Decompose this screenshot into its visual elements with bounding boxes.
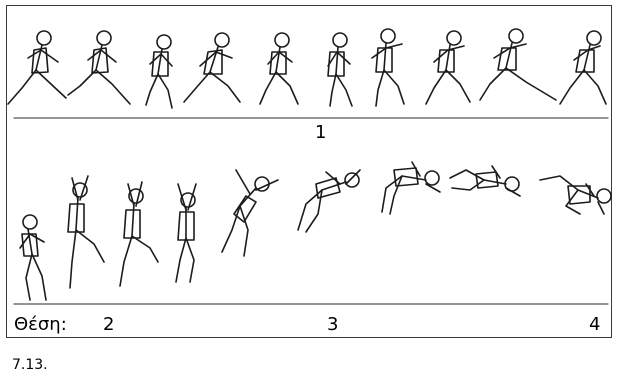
runup-figure-7 [372,29,404,106]
runup-figure-4 [184,33,240,102]
phase-label: 1 [315,124,326,142]
takeoff-figure-4 [176,184,196,282]
runup-figure-3 [146,35,172,108]
flight-figure-2 [298,170,360,232]
position-label-2: 2 [103,316,114,334]
runup-figure-1 [8,31,66,104]
runup-figure-8 [426,31,470,104]
takeoff-figure-2 [68,176,104,288]
runup-figure-9 [480,29,556,100]
landing-figure [540,176,611,214]
bar-clearance-figure-2 [450,166,520,196]
runup-figure-5 [260,33,298,104]
runup-figure-6 [328,33,352,106]
position-prefix-label: Θέση: [14,316,67,334]
position-label-4: 4 [589,316,600,334]
bar-clearance-figure-1 [382,162,440,214]
position-label-3: 3 [327,316,338,334]
takeoff-figure-3 [120,182,158,286]
figure-caption: 7.13. [12,357,48,373]
flight-figure-1 [222,170,278,256]
takeoff-figure-1 [20,215,46,300]
runup-figure-10 [560,31,606,104]
runup-figure-2 [68,31,130,104]
